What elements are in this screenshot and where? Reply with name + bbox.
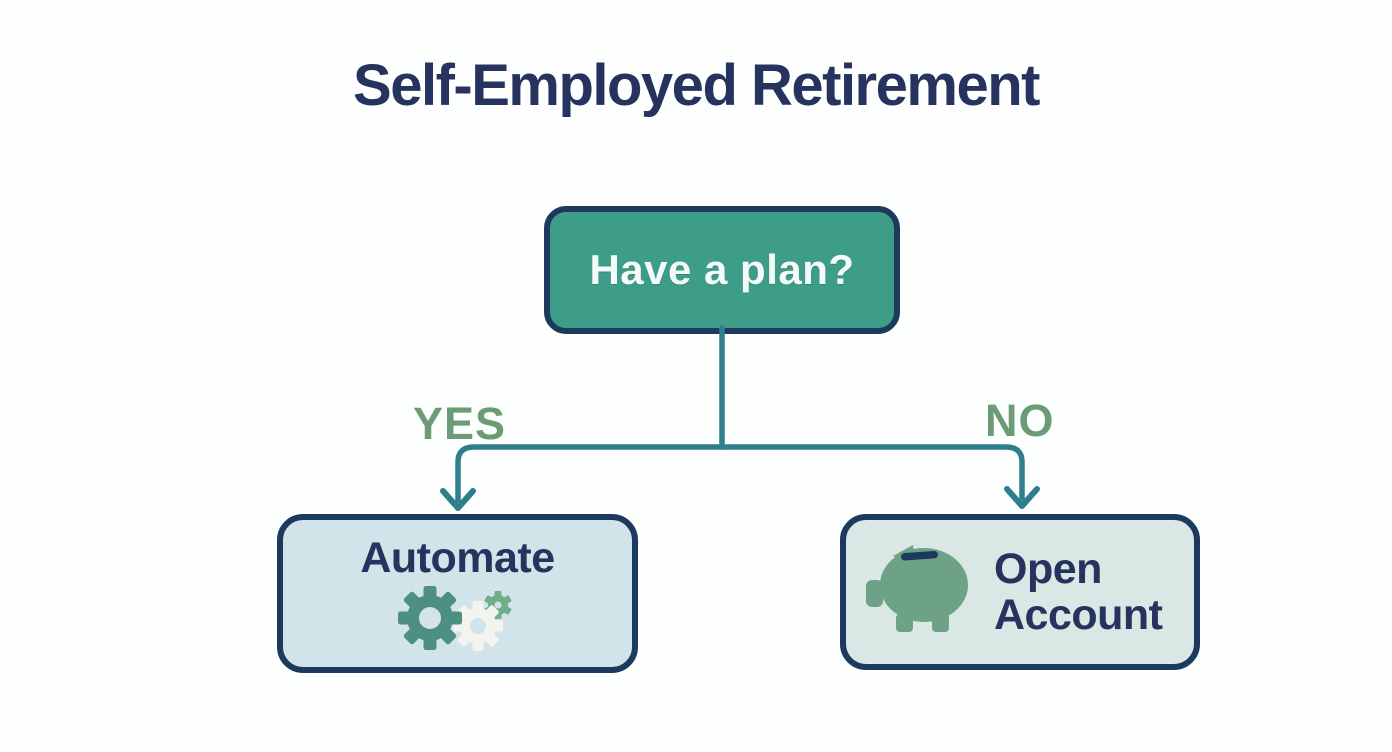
teal-gear-icon: [397, 585, 462, 650]
page-title: Self-Employed Retirement: [353, 53, 1040, 118]
white-gear-icon: [452, 600, 503, 651]
branch-label-no: NO: [985, 395, 1055, 446]
arrowhead-yes-icon: [440, 488, 476, 511]
piggy-body: [880, 548, 968, 622]
node-automate-label: Automate: [360, 534, 555, 583]
decision-node-have-a-plan: Have a plan?: [544, 206, 900, 334]
piggy-snout: [866, 580, 883, 607]
node-automate: Automate: [277, 514, 638, 673]
piggy-bank-icon: [866, 545, 968, 632]
small-gear-icon: [484, 590, 511, 619]
node-open-account: Open Account: [840, 514, 1200, 670]
arrowhead-no-icon: [1004, 486, 1040, 509]
piggy-coin-slot: [901, 550, 938, 561]
piggy-leg-right: [932, 614, 949, 632]
connector-branches: [455, 444, 1025, 503]
node-open-account-label: Open Account: [994, 544, 1163, 639]
branch-label-yes: YES: [413, 398, 507, 449]
gears-icon: [397, 585, 511, 651]
piggy-leg-left: [896, 614, 913, 632]
decision-label: Have a plan?: [589, 246, 855, 293]
